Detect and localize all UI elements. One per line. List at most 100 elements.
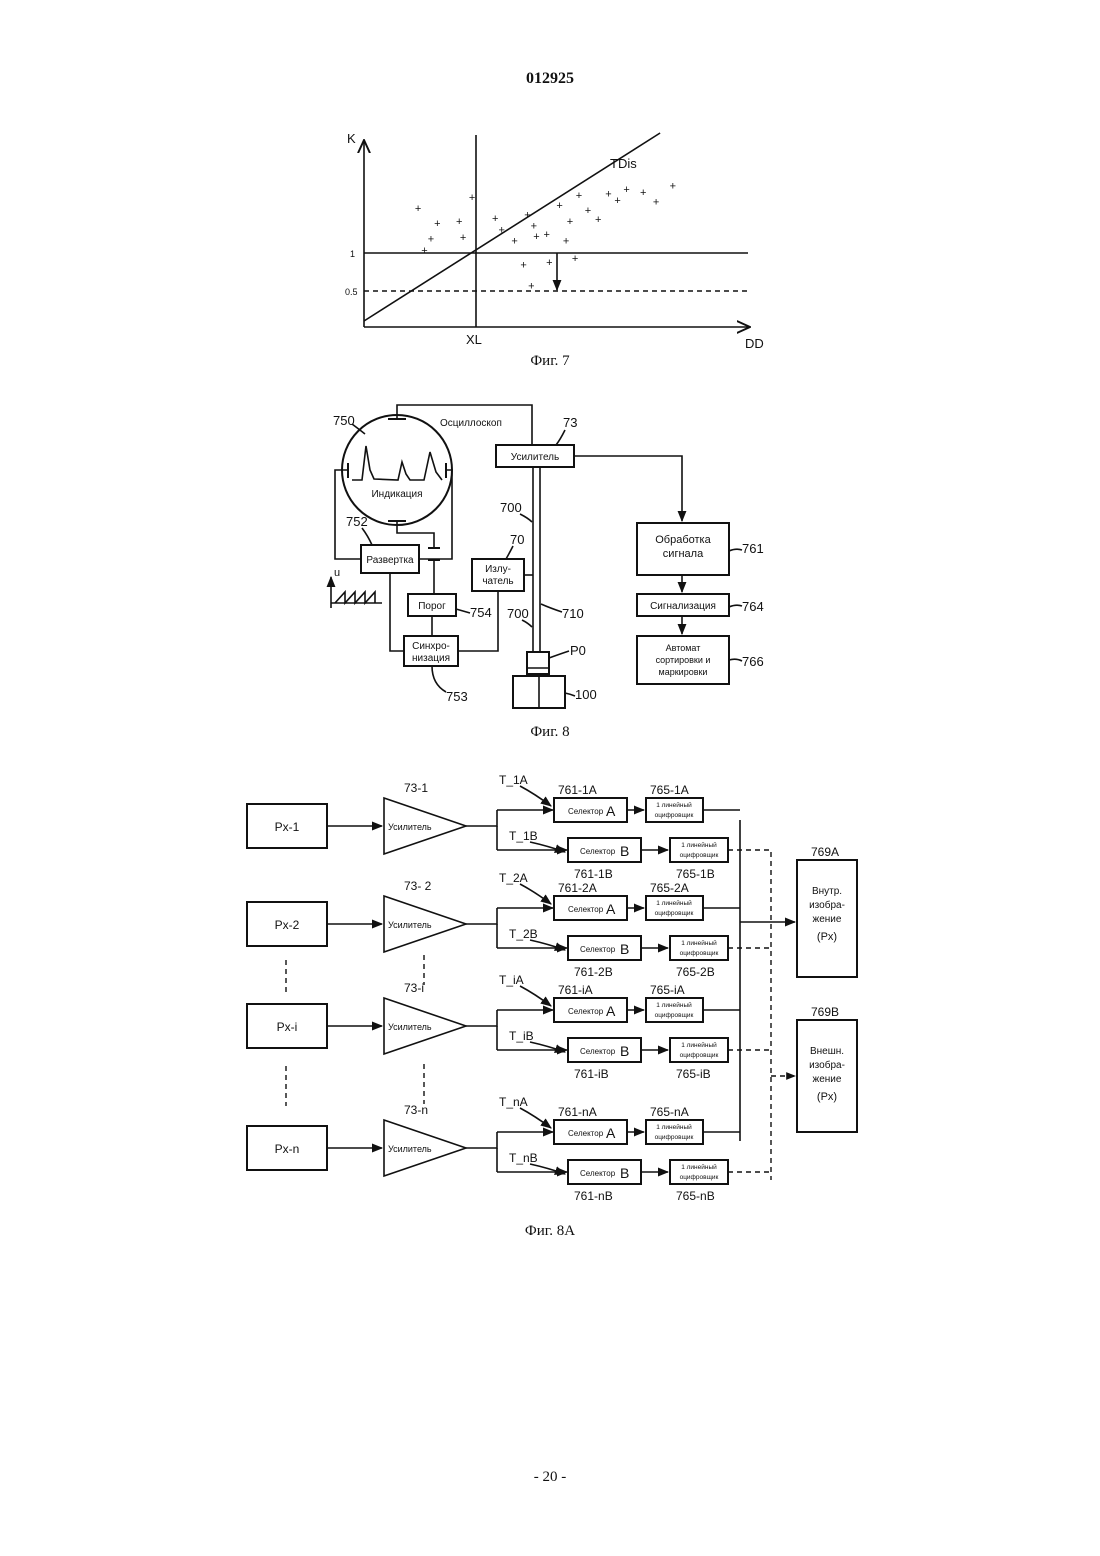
scatter-point: + bbox=[576, 190, 582, 202]
ref-750: 750 bbox=[333, 413, 355, 428]
timing-label-a: T_1A bbox=[499, 773, 528, 787]
leader-766 bbox=[729, 659, 742, 661]
selector-a-ref: 761-2A bbox=[558, 881, 597, 895]
digitizer-a-label-2: оцифровщик bbox=[655, 1012, 694, 1019]
oscilloscope-label: Осциллоскоп bbox=[440, 418, 502, 429]
figure-8-caption: Фиг. 8 bbox=[530, 724, 569, 740]
leader-70 bbox=[506, 546, 513, 559]
pixel-channel-rows: Px-1Усилитель73-1T_1AT_1BСелекторA761-1A… bbox=[247, 773, 771, 1203]
outer-image-label-2: изобра- bbox=[809, 1059, 845, 1071]
selector-b-label: Селектор bbox=[580, 945, 616, 954]
scatter-points: ++++++++++++++++++++++++++++++ bbox=[415, 181, 676, 293]
oscilloscope-waveform bbox=[352, 446, 442, 480]
scatter-point: + bbox=[492, 213, 498, 225]
digitizer-b-label-1: 1 линейный bbox=[681, 841, 717, 849]
selector-b-label: Селектор bbox=[580, 1169, 616, 1178]
leader-764 bbox=[729, 605, 742, 607]
timing-label-b: T_iB bbox=[509, 1029, 534, 1043]
scatter-point: + bbox=[428, 234, 434, 246]
selector-b-label: Селектор bbox=[580, 1047, 616, 1056]
scatter-point: + bbox=[595, 214, 601, 226]
pixel-label: Px-1 bbox=[275, 820, 300, 834]
digitizer-a-ref: 765-2A bbox=[650, 881, 689, 895]
signal-processing-label-2: сигнала bbox=[663, 548, 704, 560]
page-number: - 20 - bbox=[534, 1469, 567, 1485]
scatter-point: + bbox=[567, 216, 573, 228]
scatter-point: + bbox=[528, 281, 534, 293]
timing-arrow-a bbox=[520, 1108, 551, 1128]
amplifier-label: Усилитель bbox=[388, 1144, 432, 1154]
channel-row-2: Px-2Усилитель73- 2T_2AT_2BСелекторA761-2… bbox=[247, 871, 771, 979]
scatter-point: + bbox=[563, 235, 569, 247]
ytick-label-1: 1 bbox=[350, 249, 355, 259]
ref-764: 764 bbox=[742, 599, 764, 614]
digitizer-b-ref: 765-2B bbox=[676, 965, 715, 979]
timing-arrow-a bbox=[520, 986, 551, 1006]
scatter-point: + bbox=[460, 232, 466, 244]
outer-image-label-4: (Px) bbox=[817, 1091, 837, 1103]
emitter-label-1: Излу- bbox=[485, 564, 511, 575]
leader-100 bbox=[565, 693, 575, 696]
ref-752: 752 bbox=[346, 514, 368, 529]
selector-a-letter: A bbox=[606, 901, 616, 917]
ref-769a: 769A bbox=[811, 845, 839, 859]
selector-b-label: Селектор bbox=[580, 847, 616, 856]
inner-image-label-4: (Px) bbox=[817, 931, 837, 943]
wire-amp-split bbox=[466, 810, 497, 826]
digitizer-b-ref: 765-iB bbox=[676, 1067, 711, 1081]
ref-70: 70 bbox=[510, 532, 524, 547]
wire-amp-split bbox=[466, 1010, 497, 1026]
inner-image-label-1: Внутр. bbox=[812, 886, 842, 897]
u-symbol: u bbox=[334, 567, 340, 579]
scatter-point: + bbox=[520, 259, 526, 271]
digitizer-a-label-1: 1 линейный bbox=[656, 899, 692, 907]
wire-amplifier-to-processing bbox=[574, 456, 682, 521]
selector-b-ref: 761-nB bbox=[574, 1189, 613, 1203]
signaling-label: Сигнализация bbox=[650, 601, 716, 612]
scatter-point: + bbox=[585, 205, 591, 217]
ref-73: 73 bbox=[563, 415, 577, 430]
signal-processing-label-1: Обработка bbox=[655, 534, 711, 546]
ref-700-top: 700 bbox=[500, 500, 522, 515]
timing-label-b: T_nB bbox=[509, 1151, 538, 1165]
selector-a-ref: 761-iA bbox=[558, 983, 593, 997]
selector-a-label: Селектор bbox=[568, 807, 604, 816]
scatter-point: + bbox=[533, 231, 539, 243]
selector-a-label: Селектор bbox=[568, 1129, 604, 1138]
ytick-label-0-5: 0.5 bbox=[345, 287, 358, 297]
ref-100: 100 bbox=[575, 687, 597, 702]
y-axis-label: K bbox=[347, 131, 356, 146]
selector-b-ref: 761-1B bbox=[574, 867, 613, 881]
automat-label-3: маркировки bbox=[659, 667, 708, 677]
tdis-line-label: TDis bbox=[610, 156, 637, 171]
ref-761: 761 bbox=[742, 541, 764, 556]
scatter-point: + bbox=[605, 188, 611, 200]
amplifier-label: Усилитель bbox=[388, 822, 432, 832]
selector-b-letter: B bbox=[620, 843, 629, 859]
digitizer-b-label-1: 1 линейный bbox=[681, 939, 717, 947]
pixel-label: Px-n bbox=[275, 1142, 300, 1156]
pixel-label: Px-i bbox=[277, 1020, 298, 1034]
digitizer-b-label-2: оцифровщик bbox=[680, 1174, 719, 1181]
timing-label-a: T_iA bbox=[499, 973, 524, 987]
automat-label-2: сортировки и bbox=[656, 655, 711, 665]
wire-sync-to-sweep bbox=[390, 573, 404, 651]
amplifier-ref: 73-n bbox=[404, 1103, 428, 1117]
ref-754: 754 bbox=[470, 605, 492, 620]
ref-769b: 769B bbox=[811, 1005, 839, 1019]
leader-p0 bbox=[549, 651, 569, 658]
ref-753: 753 bbox=[446, 689, 468, 704]
sawtooth-waveform bbox=[335, 592, 375, 603]
selector-a-label: Селектор bbox=[568, 905, 604, 914]
ref-p0: P0 bbox=[570, 643, 586, 658]
digitizer-a-label-2: оцифровщик bbox=[655, 910, 694, 917]
leader-700-top bbox=[520, 514, 532, 522]
digitizer-b-label-1: 1 линейный bbox=[681, 1163, 717, 1171]
selector-a-label: Селектор bbox=[568, 1007, 604, 1016]
timing-arrow-a bbox=[520, 786, 551, 806]
scatter-point: + bbox=[415, 203, 421, 215]
scatter-point: + bbox=[434, 218, 440, 230]
digitizer-b-label-2: оцифровщик bbox=[680, 852, 719, 859]
channel-row-3: Px-iУсилитель73-iT_iAT_iBСелекторA761-iA… bbox=[247, 973, 771, 1081]
amplifier-ref: 73- 2 bbox=[404, 879, 432, 893]
